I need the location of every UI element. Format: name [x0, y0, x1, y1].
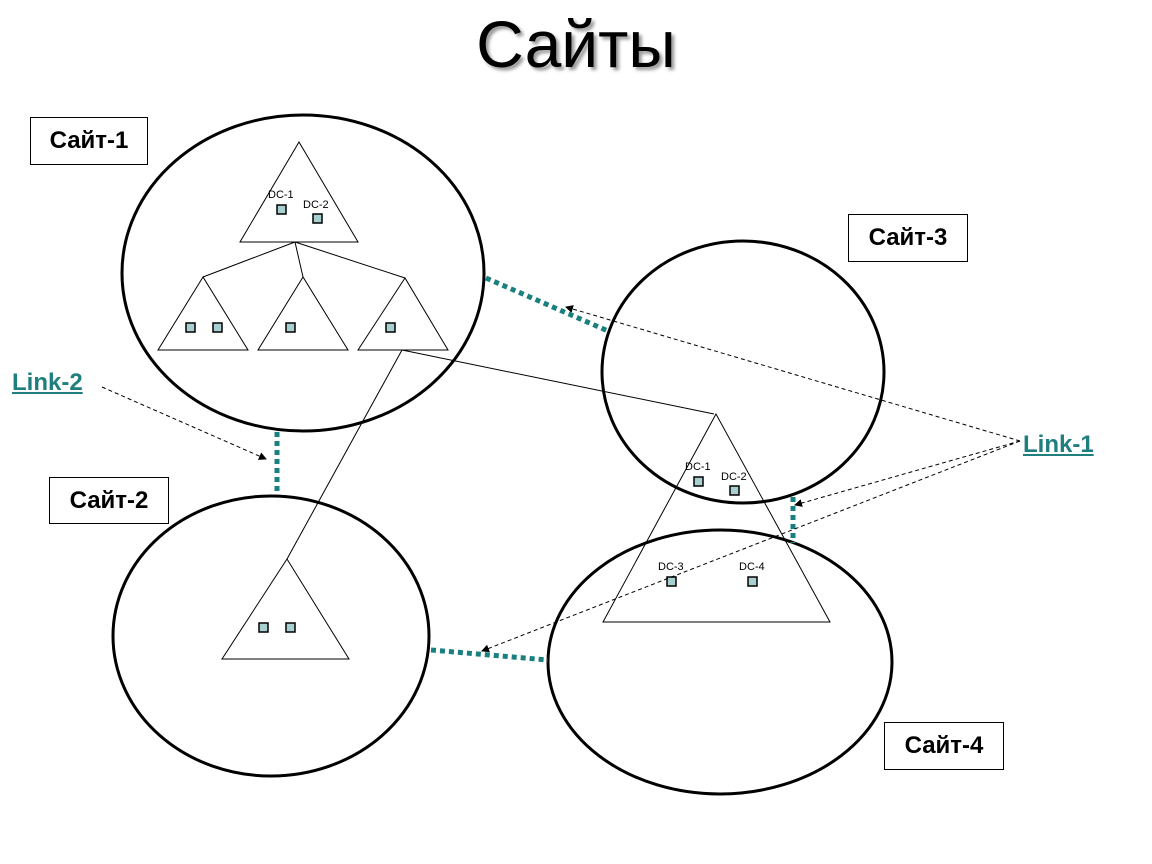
site-4-label: Сайт-4: [884, 722, 1004, 770]
link-1-callout-arrow: [565, 305, 1021, 442]
site-1-label: Сайт-1: [30, 117, 148, 165]
tree-line: [294, 241, 406, 279]
server-icon: [285, 322, 296, 333]
tree-line: [294, 241, 304, 278]
site-3-label: Сайт-3: [848, 214, 968, 262]
server-icon: [285, 622, 296, 633]
server-icon: [385, 322, 396, 333]
site-link-1-3[interactable]: [485, 275, 609, 334]
page-title: Сайты: [476, 7, 676, 81]
tree-line: [401, 349, 715, 415]
domain-site2-triangle: [221, 558, 350, 660]
server-icon: [693, 476, 704, 487]
dc-label: DC-1: [268, 189, 294, 201]
domain-child-triangle: [157, 276, 249, 351]
link-2-callout-arrow: [101, 386, 267, 460]
link-2-label[interactable]: Link-2: [12, 369, 83, 396]
domain-cross-site-triangle: [602, 412, 831, 623]
domain-child-triangle: [257, 276, 349, 351]
site-2-ellipse: [111, 494, 431, 778]
site-1-ellipse: [120, 113, 486, 433]
server-icon: [276, 204, 287, 215]
domain-child-triangle: [357, 277, 449, 351]
server-icon: [185, 322, 196, 333]
dc-label: DC-1: [685, 461, 711, 473]
link-1-label[interactable]: Link-1: [1023, 431, 1094, 458]
site-4-ellipse: [546, 528, 894, 796]
tree-line: [286, 349, 403, 560]
server-icon: [729, 485, 740, 496]
site-2-label: Сайт-2: [49, 477, 169, 524]
link-1-callout-arrow: [794, 440, 1021, 507]
site-link-2-4[interactable]: [430, 647, 549, 663]
link-1-callout-arrow: [481, 440, 1021, 653]
tree-line: [202, 241, 296, 278]
dc-label: DC-2: [721, 471, 747, 483]
dc-label: DC-4: [739, 561, 765, 573]
server-icon: [312, 213, 323, 224]
site-3-ellipse: [600, 239, 886, 505]
dc-label: DC-3: [658, 561, 684, 573]
server-icon: [258, 622, 269, 633]
server-icon: [666, 576, 677, 587]
server-icon: [212, 322, 223, 333]
server-icon: [747, 576, 758, 587]
dc-label: DC-2: [303, 199, 329, 211]
domain-root-triangle: [239, 141, 359, 243]
